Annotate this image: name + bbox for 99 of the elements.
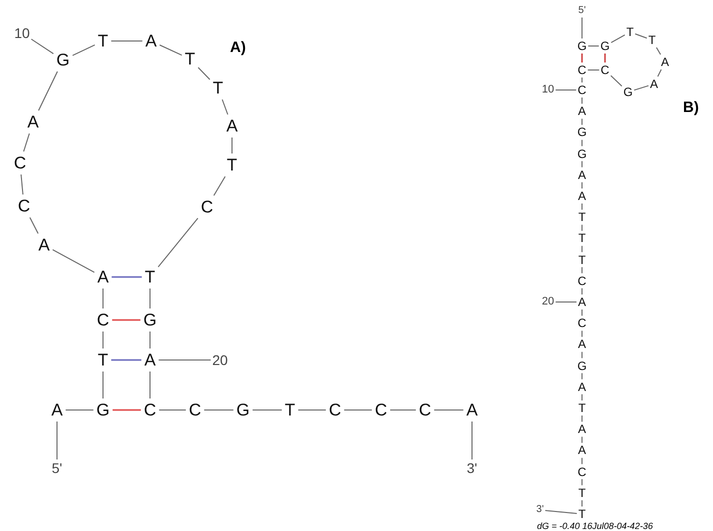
backbone-line	[222, 99, 228, 115]
nucleotide-letter: T	[98, 32, 108, 50]
nucleotide-letter: T	[184, 50, 196, 68]
nucleotide-letter: G	[236, 402, 250, 418]
nucleotide-letter: T	[578, 254, 586, 266]
nucleotide-letter: A	[145, 32, 157, 50]
backbone-line	[29, 217, 39, 234]
backbone-line	[656, 47, 662, 55]
nucleotide-letter: A	[51, 402, 63, 418]
nucleotide-letter: A	[650, 78, 658, 90]
backbone-line	[102, 331, 104, 349]
backbone-line	[634, 33, 648, 39]
nucleotide-letter: A	[144, 352, 156, 368]
nucleotide-letter: C	[188, 402, 202, 418]
base-pair-line	[112, 409, 141, 411]
position-label: 20	[542, 296, 554, 308]
nucleotide-letter: C	[578, 274, 586, 287]
position-label: 10	[542, 84, 554, 96]
nucleotide-letter: G	[96, 402, 110, 418]
nucleotide-letter: C	[578, 466, 586, 478]
nucleotide-letter: C	[578, 84, 586, 96]
backbone-line	[23, 133, 30, 152]
position-label: 5'	[578, 6, 586, 16]
nucleotide-letter: C	[14, 154, 26, 172]
backbone-line	[610, 75, 622, 87]
position-label: 20	[212, 353, 228, 367]
nucleotide-letter: A	[226, 118, 238, 134]
nucleotide-letter: G	[577, 360, 587, 372]
backbone-line	[657, 69, 662, 77]
nucleotide-letter: C	[578, 317, 586, 330]
nucleotide-letter: T	[212, 80, 224, 96]
nucleotide-letter: G	[577, 148, 587, 160]
backbone-line	[72, 44, 96, 56]
nucleotide-letter: A	[27, 114, 39, 130]
base-pair-line	[581, 54, 583, 62]
energy-note: dG = -0.40 16Jul08-04-42-36	[537, 522, 653, 531]
backbone-line	[634, 85, 649, 91]
nucleotide-letter: C	[600, 64, 610, 76]
nucleotide-letter: C	[144, 402, 156, 418]
nucleotide-letter: C	[418, 402, 432, 418]
nucleotide-letter: G	[56, 52, 70, 68]
panel-label: B)	[683, 100, 699, 115]
position-label: 10	[14, 26, 30, 40]
nucleotide-letter: C	[200, 198, 214, 216]
backbone-line	[213, 176, 226, 196]
position-label: 5'	[52, 461, 62, 475]
nucleotide-letter: T	[578, 486, 586, 499]
nucleotide-letter: C	[328, 402, 342, 418]
nucleotide-letter: T	[284, 402, 296, 418]
nucleotide-letter: T	[648, 34, 656, 46]
nucleotide-letter: A	[578, 296, 586, 308]
backbone-line	[544, 510, 578, 514]
nucleotide-letter: A	[578, 380, 586, 393]
nucleotide-letter: G	[577, 40, 587, 52]
nucleotide-letter: A	[661, 56, 669, 68]
backbone-line	[102, 371, 104, 399]
base-pair-line	[604, 54, 606, 62]
nucleotide-letter: A	[578, 168, 586, 181]
nucleotide-letter: T	[578, 211, 586, 224]
backbone-line	[110, 40, 143, 42]
nucleotide-letter: C	[578, 64, 586, 76]
backbone-line	[30, 38, 54, 54]
backbone-line	[159, 44, 182, 56]
nucleotide-letter: T	[626, 26, 634, 38]
backbone-line	[610, 34, 626, 44]
nucleotide-letter: A	[578, 338, 586, 350]
nucleotide-letter: G	[143, 312, 157, 328]
backbone-line	[52, 249, 95, 273]
nucleotide-letter: T	[144, 268, 156, 286]
nucleotide-letter: C	[18, 198, 30, 214]
nucleotide-letter: A	[466, 402, 478, 418]
nucleotide-letter: A	[578, 423, 586, 436]
nucleotide-letter: T	[578, 402, 586, 414]
backbone-line	[198, 67, 210, 80]
position-label: 3'	[536, 505, 544, 515]
backbone-line	[158, 218, 198, 268]
backbone-line	[102, 288, 104, 309]
nucleotide-letter: C	[374, 402, 388, 418]
nucleotide-letter: T	[98, 352, 108, 368]
backbone-line	[56, 421, 58, 460]
panel-label: A)	[230, 40, 246, 55]
nucleotide-letter: G	[600, 40, 610, 52]
nucleotide-letter: T	[578, 508, 586, 520]
nucleotide-letter: C	[96, 312, 110, 328]
nucleotide-letter: A	[38, 236, 50, 254]
backbone-line	[38, 71, 58, 111]
nucleotide-letter: G	[623, 86, 633, 98]
nucleotide-letter: A	[578, 444, 586, 456]
position-label: 3'	[466, 461, 478, 475]
nucleotide-letter: A	[578, 105, 586, 118]
nucleotide-letter: A	[97, 268, 109, 286]
base-pair-line	[111, 359, 142, 361]
nucleotide-letter: T	[578, 232, 586, 244]
nucleotide-letter: G	[577, 126, 587, 138]
base-pair-line	[112, 319, 140, 321]
base-pair-line	[112, 276, 142, 278]
nucleotide-letter: T	[226, 156, 238, 174]
nucleotide-letter: A	[578, 190, 586, 202]
backbone-line	[20, 174, 24, 195]
